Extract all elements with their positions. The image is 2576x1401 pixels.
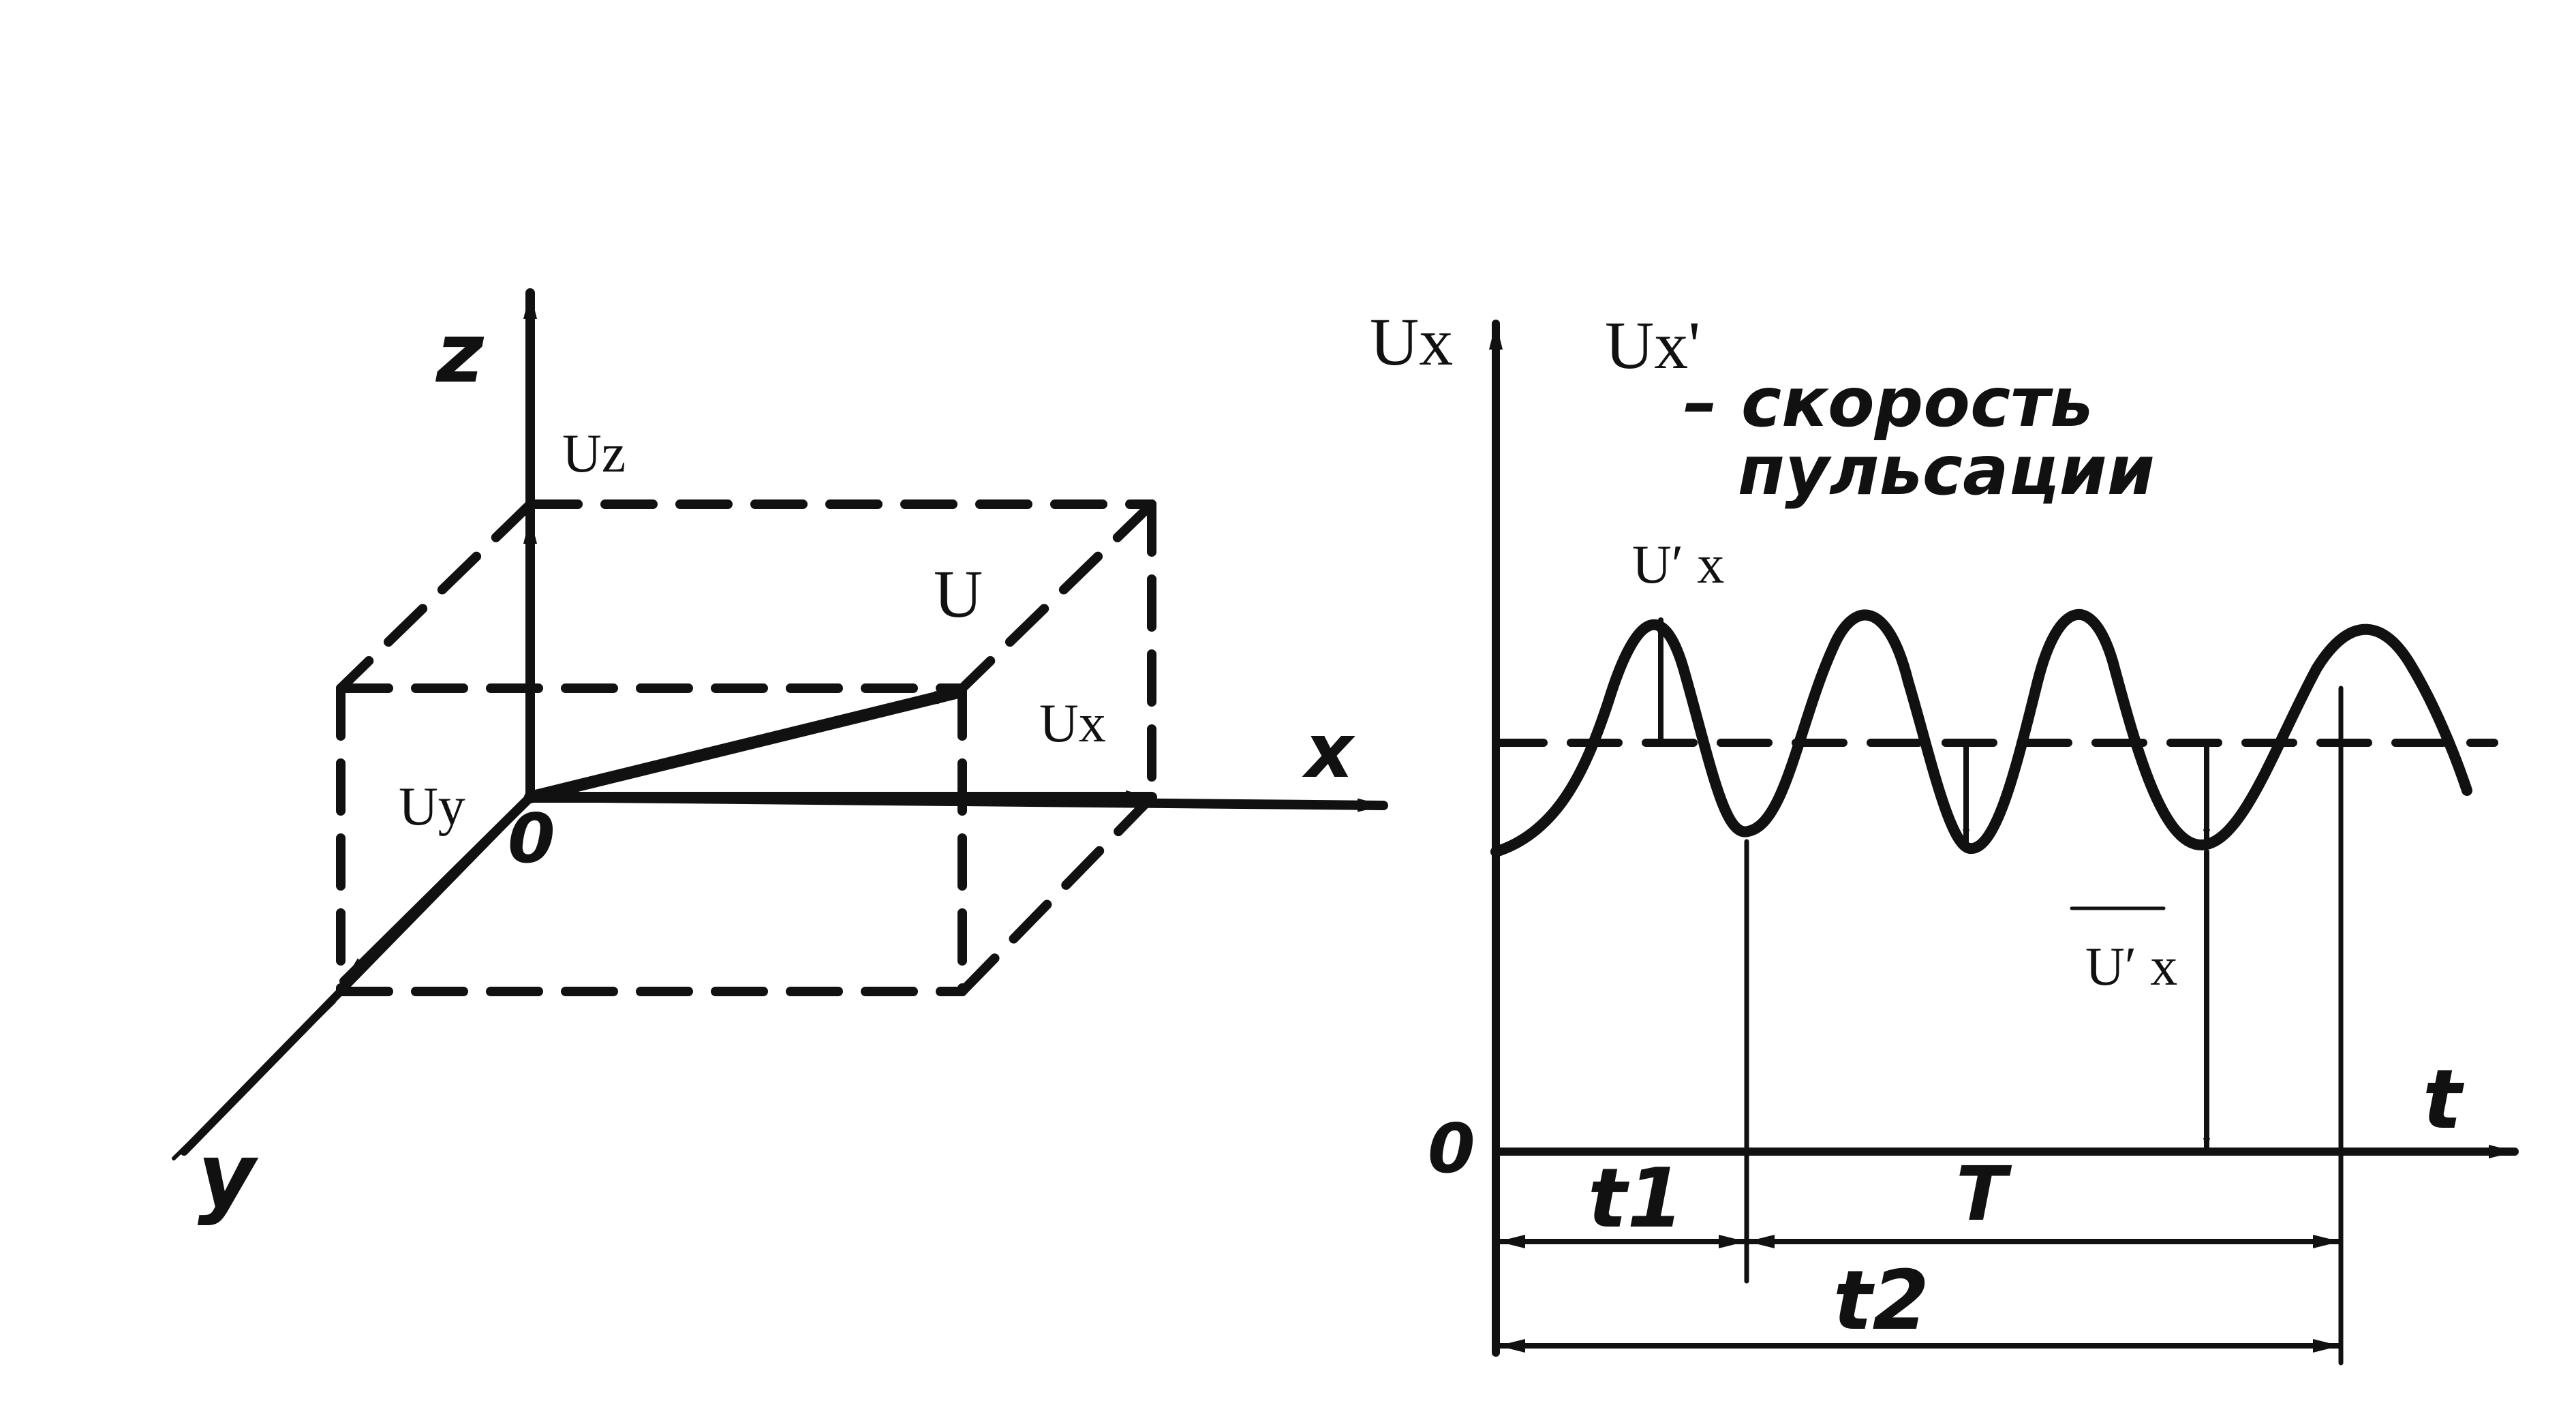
pulsation-graph xyxy=(1489,320,2519,1366)
dashed-box xyxy=(336,499,1156,996)
uy-vector xyxy=(339,792,535,986)
uz-label: Uz xyxy=(562,424,626,484)
ux-prime-label-bar: U′ x xyxy=(2085,937,2177,997)
z-axis-label: z xyxy=(435,307,485,401)
ux-label-left: Ux xyxy=(1039,694,1106,754)
legend-text-line2: пульсации xyxy=(1738,431,2155,510)
x-axis-label: x xyxy=(1302,707,1355,795)
y-axis-label: y xyxy=(198,1124,259,1227)
legend-symbol: Ux' xyxy=(1605,307,1700,383)
u-label: U xyxy=(934,556,983,632)
right-labels: Ux Ux' – скорость пульсации U′ x U′ x t … xyxy=(1370,304,2465,1349)
ux-prime-label-top: U′ x xyxy=(1632,535,1724,595)
T-label: T xyxy=(1956,1150,2012,1237)
y-axis-outer xyxy=(172,1000,336,1160)
u-resultant-vector xyxy=(524,686,967,803)
origin-label-left: 0 xyxy=(508,799,555,878)
origin-label-right: 0 xyxy=(1428,1109,1475,1188)
velocity-curve xyxy=(1490,609,2472,857)
legend-text-line1: – скорость xyxy=(1683,363,2093,442)
velocity-box-diagram xyxy=(172,288,1388,1160)
t2-label: t2 xyxy=(1833,1254,1929,1349)
t1-label: t1 xyxy=(1588,1152,1684,1246)
ux-axis-label: Ux xyxy=(1370,304,1453,380)
t-axis-label: t xyxy=(2423,1053,2465,1148)
left-labels: z x y 0 Uz U Ux Uy xyxy=(198,307,1355,1227)
uy-label: Uy xyxy=(399,777,465,837)
